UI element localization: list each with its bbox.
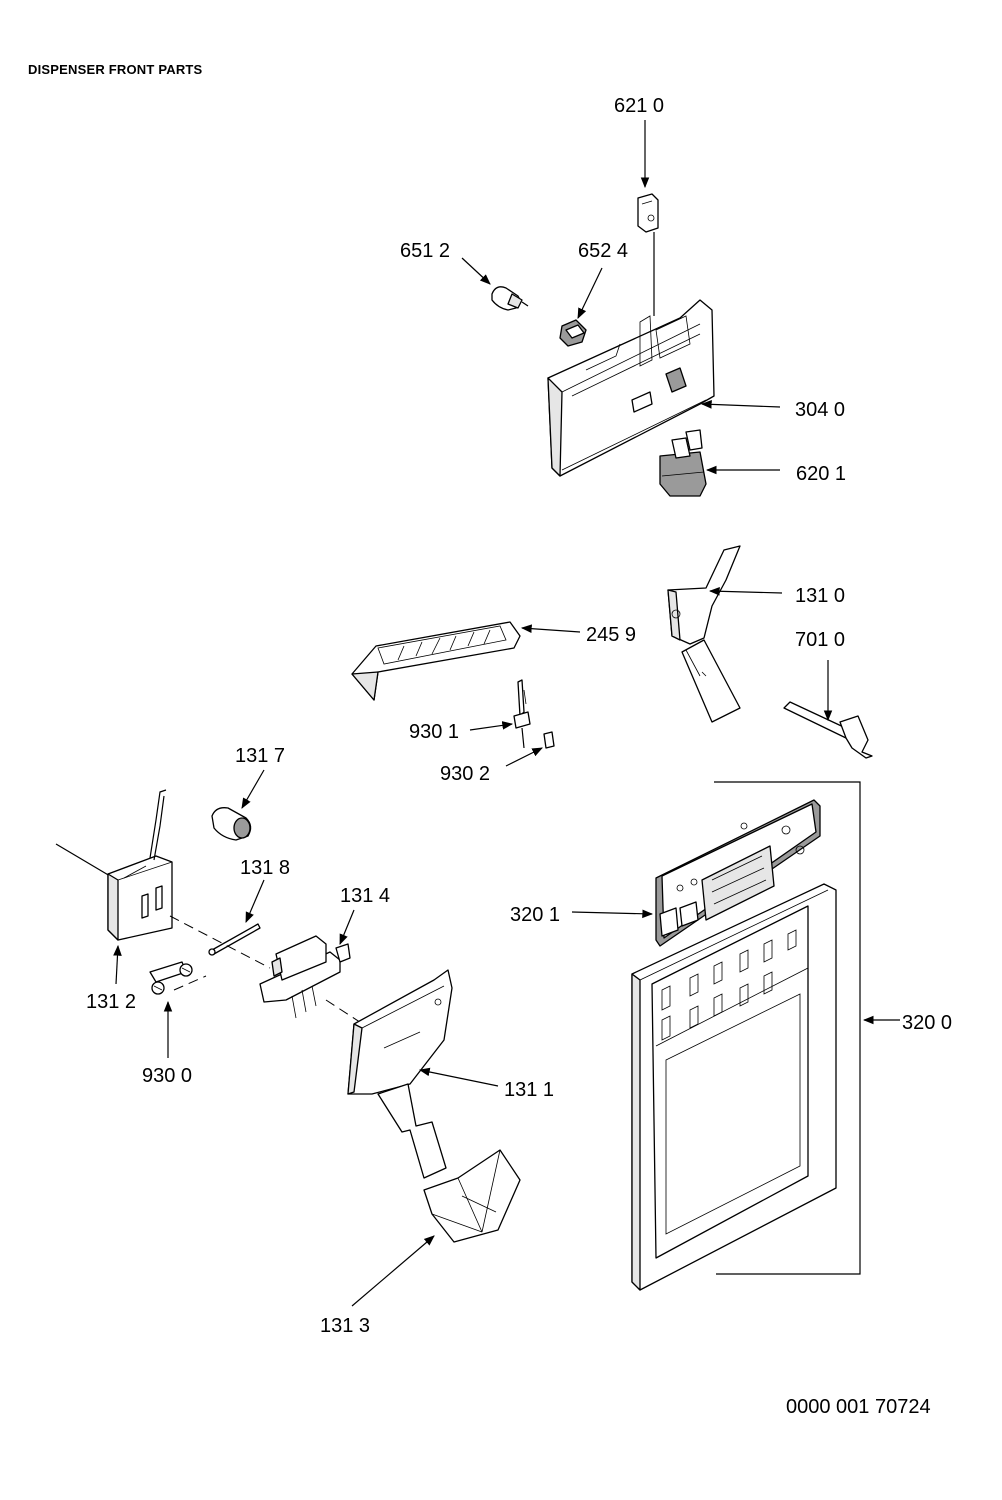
part-131-lever — [667, 545, 741, 723]
leader-930-2 — [505, 747, 543, 767]
part-131-7-roller — [211, 807, 252, 841]
part-651-bulb — [491, 286, 529, 311]
leader-131-7 — [241, 769, 265, 809]
callout-930-0: 930 0 — [142, 1065, 192, 1087]
callout-131-8: 131 8 — [240, 857, 290, 879]
assembly-line-c — [173, 975, 207, 991]
callout-701-0: 701 0 — [795, 629, 845, 651]
part-320-0-front-frame — [631, 883, 837, 1291]
part-304-housing — [547, 299, 715, 477]
leader-131-0 — [708, 586, 783, 596]
part-131-4-actuator — [259, 935, 351, 1019]
callout-930-1: 930 1 — [409, 721, 459, 743]
leader-652-4 — [577, 267, 603, 319]
part-701-rod — [783, 701, 873, 759]
leader-651-2 — [461, 257, 491, 285]
leader-131-2 — [113, 944, 122, 985]
assembly-line-b — [325, 999, 373, 1031]
callout-131-2: 131 2 — [86, 991, 136, 1013]
part-620-rocker-switch — [659, 429, 707, 497]
part-131-1-paddle — [347, 969, 453, 1179]
leader-304-0 — [700, 400, 781, 409]
callout-245-9: 245 9 — [586, 624, 636, 646]
part-245-drip-tray — [351, 621, 521, 701]
callout-621-0: 621 0 — [614, 95, 664, 117]
leader-245-9 — [520, 624, 581, 633]
leader-930-1 — [469, 721, 514, 731]
part-131-2-solenoid — [55, 789, 173, 941]
callout-131-1: 131 1 — [504, 1079, 554, 1101]
callout-131-7: 131 7 — [235, 745, 285, 767]
callout-304-0: 304 0 — [795, 399, 845, 421]
callout-930-2: 930 2 — [440, 763, 490, 785]
leader-131-3 — [351, 1235, 435, 1307]
leader-320-1 — [571, 909, 654, 919]
part-930-clip — [513, 679, 531, 749]
callout-651-2: 651 2 — [400, 240, 450, 262]
diagram-title: DISPENSER FRONT PARTS — [28, 62, 203, 77]
callout-131-4: 131 4 — [340, 885, 390, 907]
part-930-small-plate — [543, 731, 555, 749]
bracket-320-0 — [714, 781, 861, 1275]
part-652-socket — [559, 319, 587, 347]
part-131-8-pin — [208, 923, 261, 956]
callout-620-1: 620 1 — [796, 463, 846, 485]
leader-131-1 — [418, 1067, 499, 1087]
callout-652-4: 652 4 — [578, 240, 628, 262]
part-131-3-funnel — [423, 1149, 521, 1243]
part-621-switch — [637, 193, 659, 316]
drawing-number: 0000 001 70724 — [786, 1396, 931, 1418]
part-930-0-spring — [149, 961, 193, 995]
assembly-line-a — [169, 915, 271, 969]
leader-131-8 — [245, 879, 265, 923]
callout-131-3: 131 3 — [320, 1315, 370, 1337]
leader-131-4 — [339, 909, 355, 945]
callout-320-0: 320 0 — [902, 1012, 952, 1034]
callout-320-1: 320 1 — [510, 904, 560, 926]
callout-131-0: 131 0 — [795, 585, 845, 607]
part-320-1-control-board — [655, 799, 821, 947]
